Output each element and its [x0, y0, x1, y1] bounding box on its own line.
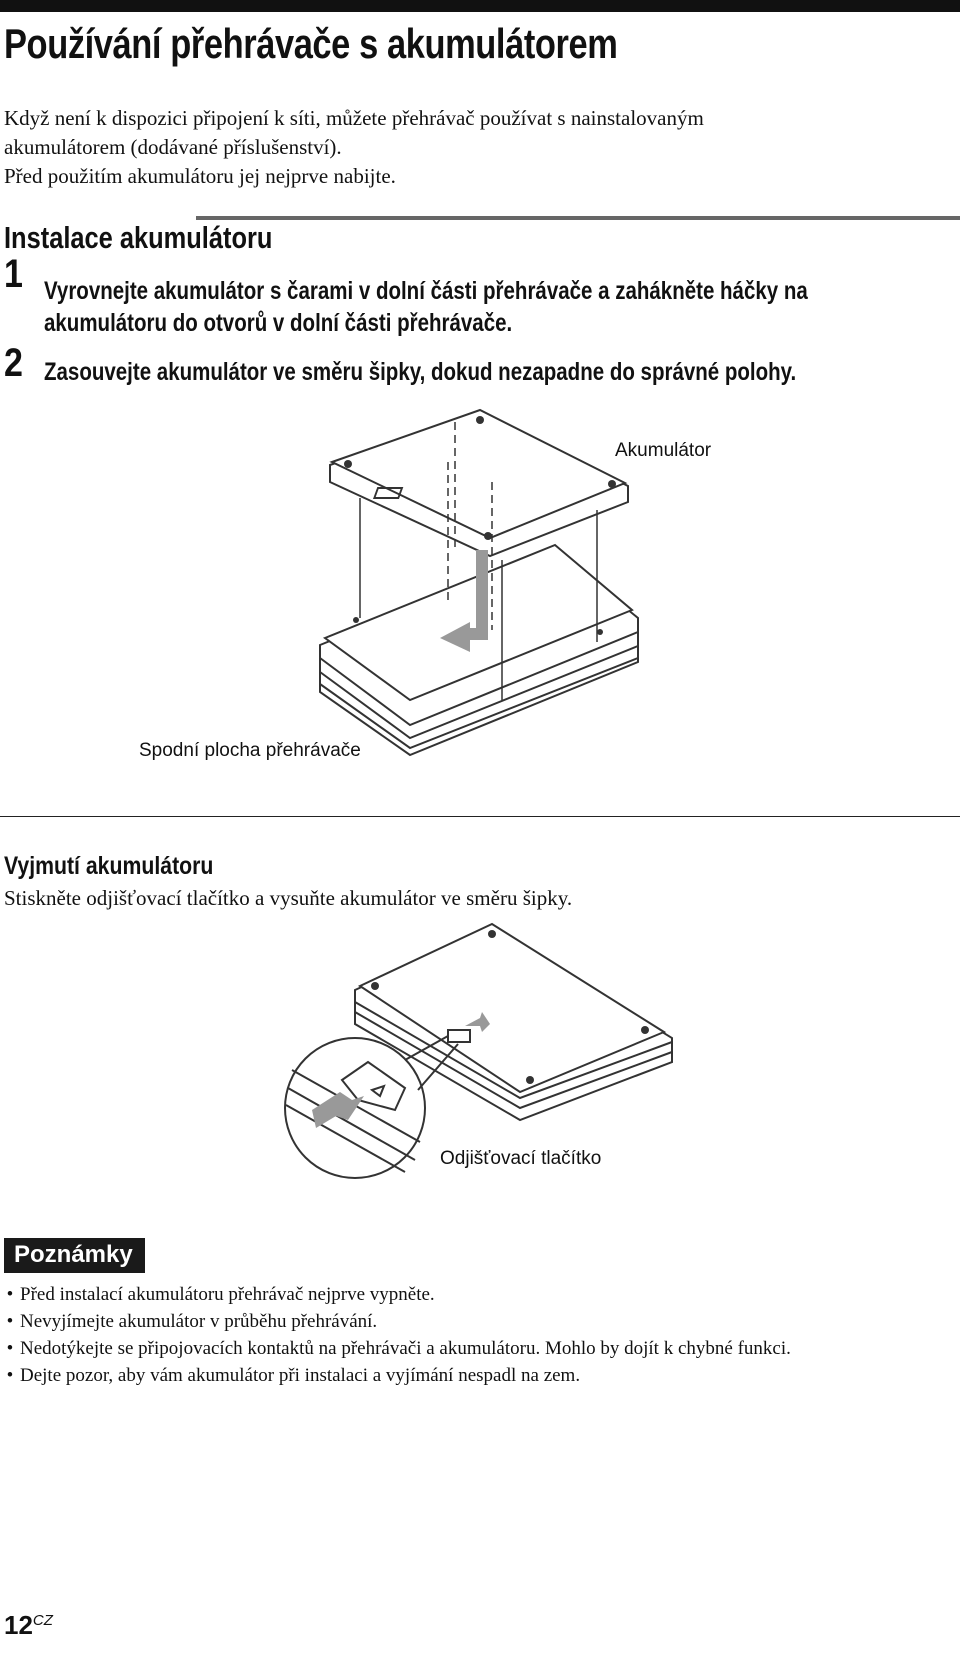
step-line: akumulátoru do otvorů v dolní části přeh…	[44, 309, 513, 337]
push-arrow-icon	[312, 1092, 364, 1128]
battery-drawing	[329, 408, 629, 558]
note-item: •Před instalací akumulátoru přehrávač ne…	[0, 1284, 791, 1311]
step-number: 2	[4, 341, 23, 385]
notes-heading: Poznámky	[4, 1238, 145, 1273]
intro-line: Před použitím akumulátoru jej nejprve na…	[4, 164, 396, 188]
battery-release-illustration	[284, 922, 673, 1179]
top-rule	[0, 0, 960, 12]
bullet: •	[6, 1284, 14, 1305]
player-bottom-label: Spodní plocha přehrávače	[139, 740, 361, 761]
page-number: 12CZ	[4, 1610, 53, 1640]
note-item: •Nevyjímejte akumulátor v průběhu přehrá…	[0, 1311, 791, 1338]
battery-install-illustration	[319, 408, 639, 757]
section-rule	[196, 216, 960, 220]
screw-dots	[344, 416, 616, 635]
divider	[0, 816, 960, 817]
screw-dots	[371, 930, 649, 1084]
notes-list: •Před instalací akumulátoru přehrávač ne…	[0, 1284, 791, 1392]
release-button-label: Odjišťovací tlačítko	[440, 1148, 602, 1169]
slide-arrow-icon	[440, 550, 488, 652]
note-item: •Nedotýkejte se připojovacích kontaktů n…	[0, 1338, 791, 1365]
step-line: Vyrovnejte akumulátor s čarami v dolní č…	[44, 277, 808, 305]
intro-line: akumulátorem (dodávané příslušenství).	[4, 135, 342, 159]
guide-lines	[359, 422, 598, 700]
release-button-small	[447, 1029, 471, 1043]
section-heading-remove: Vyjmutí akumulátoru	[4, 852, 214, 880]
step-text: Vyrovnejte akumulátor s čarami v dolní č…	[44, 275, 872, 339]
remove-instructions: Stiskněte odjišťovací tlačítko a vysuňte…	[4, 886, 573, 910]
player-drawing	[354, 922, 673, 1122]
step-line: Zasouvejte akumulátor ve směru šipky, do…	[44, 358, 797, 386]
bullet: •	[6, 1365, 14, 1386]
section-heading-install: Instalace akumulátoru	[4, 220, 273, 255]
step-text: Zasouvejte akumulátor ve směru šipky, do…	[44, 356, 872, 388]
intro-text: Když není k dispozici připojení k síti, …	[4, 104, 904, 191]
bullet: •	[6, 1338, 14, 1359]
battery-label: Akumulátor	[615, 440, 712, 461]
page-title: Používání přehrávače s akumulátorem	[4, 20, 618, 67]
bullet: •	[6, 1311, 14, 1332]
intro-line: Když není k dispozici připojení k síti, …	[4, 106, 704, 130]
step-number: 1	[4, 252, 23, 296]
direction-arrow-icon	[465, 1012, 490, 1032]
note-item: •Dejte pozor, aby vám akumulátor při ins…	[0, 1365, 791, 1392]
page-suffix: CZ	[32, 1612, 53, 1629]
